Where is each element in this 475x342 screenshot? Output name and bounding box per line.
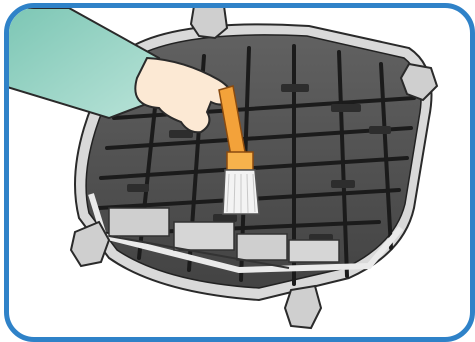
illustration-frame bbox=[4, 3, 475, 342]
tray-cleaning-illustration bbox=[9, 8, 470, 337]
arm-sleeve bbox=[9, 8, 159, 118]
